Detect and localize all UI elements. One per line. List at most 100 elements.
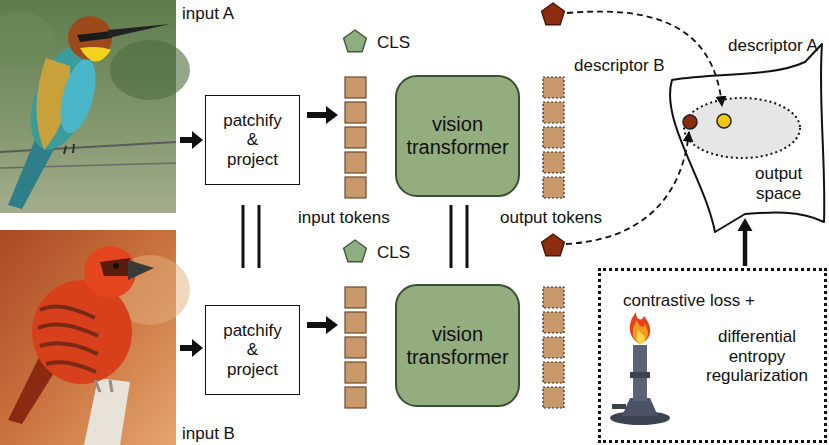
connector-arrow — [738, 218, 753, 266]
bird-photo-a — [80, 47, 111, 62]
bird-photo-b — [100, 258, 130, 276]
burner-icon — [610, 312, 670, 425]
input-token — [345, 287, 366, 308]
process-box: patchify & project — [205, 95, 300, 185]
bird-photo-a — [108, 24, 170, 38]
output-token — [543, 127, 564, 148]
flow-arrow — [307, 106, 338, 124]
token-label: CLS — [377, 33, 410, 53]
output-token — [543, 287, 564, 308]
input-label: input B — [182, 424, 235, 444]
text-holder: output space — [755, 164, 802, 203]
label-holder: descriptor B — [574, 56, 665, 76]
output-token — [543, 312, 564, 333]
process-box: patchify & project — [205, 305, 300, 395]
transformer-box: vision transformer — [395, 75, 520, 197]
node-text: output space — [755, 164, 802, 203]
column-label: output tokens — [500, 208, 602, 228]
bird-photo-b — [95, 380, 100, 392]
cls-token — [344, 30, 367, 52]
cls-token — [344, 240, 367, 262]
flow-arrow — [180, 131, 203, 149]
bird-photo-b — [128, 260, 154, 280]
input-token — [345, 152, 366, 173]
burner-icon — [630, 312, 651, 344]
output-token — [543, 152, 564, 173]
output-token — [543, 387, 564, 408]
bird-photo-a — [73, 144, 74, 153]
transformer-box: vision transformer — [395, 284, 520, 407]
output-token — [543, 102, 564, 123]
node-text: contrastive loss + — [623, 291, 755, 311]
burner-icon — [612, 404, 626, 409]
descriptor-point-b — [683, 115, 697, 129]
node-text: vision transformer — [406, 113, 508, 159]
label-holder: output tokens — [500, 208, 602, 228]
region-outline — [670, 44, 824, 232]
input-token — [345, 127, 366, 148]
burner-icon — [633, 320, 648, 344]
node-text: patchify & project — [223, 111, 282, 170]
shared-weights-bars — [243, 205, 467, 268]
shared-weights-bars — [466, 205, 469, 268]
output-token — [543, 337, 564, 358]
text-holder: differential entropy regularization — [691, 327, 823, 386]
burner-icon — [630, 372, 650, 378]
shared-weights-bars — [242, 205, 245, 268]
input-token — [345, 177, 366, 198]
bird-photo-b — [38, 324, 98, 336]
input-label: input A — [182, 4, 234, 24]
bird-photo-b — [113, 263, 119, 269]
output-space-region: output space — [668, 36, 826, 236]
loss-box: contrastive loss + differential entropy r… — [598, 268, 827, 443]
label-holder: descriptor A — [728, 36, 818, 56]
arrow-head — [738, 218, 753, 231]
bird-photo-a — [0, 142, 176, 152]
label-holder: CLS — [377, 243, 410, 263]
bird-photo-a — [77, 31, 112, 42]
node-text: patchify & project — [223, 321, 282, 380]
token-label: CLS — [377, 243, 410, 263]
descriptor-label: descriptor A — [728, 36, 818, 56]
bird-photo-a — [0, 0, 190, 213]
bird-photo-b — [84, 378, 130, 445]
connector-layer — [738, 218, 753, 266]
descriptor-leader — [567, 12, 722, 106]
input-token — [345, 362, 366, 383]
bird-photo-b — [46, 362, 96, 372]
node-text: differential entropy regularization — [706, 327, 808, 386]
label-holder: input A — [182, 4, 234, 24]
output-token — [543, 362, 564, 383]
output-token — [543, 177, 564, 198]
node-text: vision transformer — [406, 323, 508, 369]
descriptor-region — [684, 98, 800, 158]
descriptor-point-a — [717, 114, 731, 128]
bird-photo-b — [0, 230, 190, 445]
descriptor-leader — [566, 132, 689, 244]
bird-photo-a — [110, 40, 190, 100]
shared-weights-bars — [450, 205, 453, 268]
descriptor-label: descriptor B — [574, 56, 665, 76]
input-token — [345, 102, 366, 123]
label-holder: CLS — [377, 33, 410, 53]
shared-weights-bars — [258, 205, 261, 268]
burner-icon — [637, 330, 645, 344]
bird-photo-b — [40, 343, 98, 354]
connector-line — [743, 228, 748, 266]
bird-photo-b — [40, 306, 95, 318]
input-token — [345, 312, 366, 333]
output-cls-token — [542, 234, 565, 256]
input-token — [345, 337, 366, 358]
input-token — [345, 77, 366, 98]
column-label: input tokens — [298, 208, 390, 228]
bird-photo-b — [110, 380, 112, 392]
output-token — [543, 77, 564, 98]
region-outline — [668, 36, 826, 236]
flow-arrow — [307, 316, 338, 334]
flow-arrow — [180, 339, 203, 357]
label-holder: input tokens — [298, 208, 390, 228]
input-token — [345, 387, 366, 408]
label-holder: input B — [182, 424, 235, 444]
bird-photo-a — [64, 146, 66, 154]
